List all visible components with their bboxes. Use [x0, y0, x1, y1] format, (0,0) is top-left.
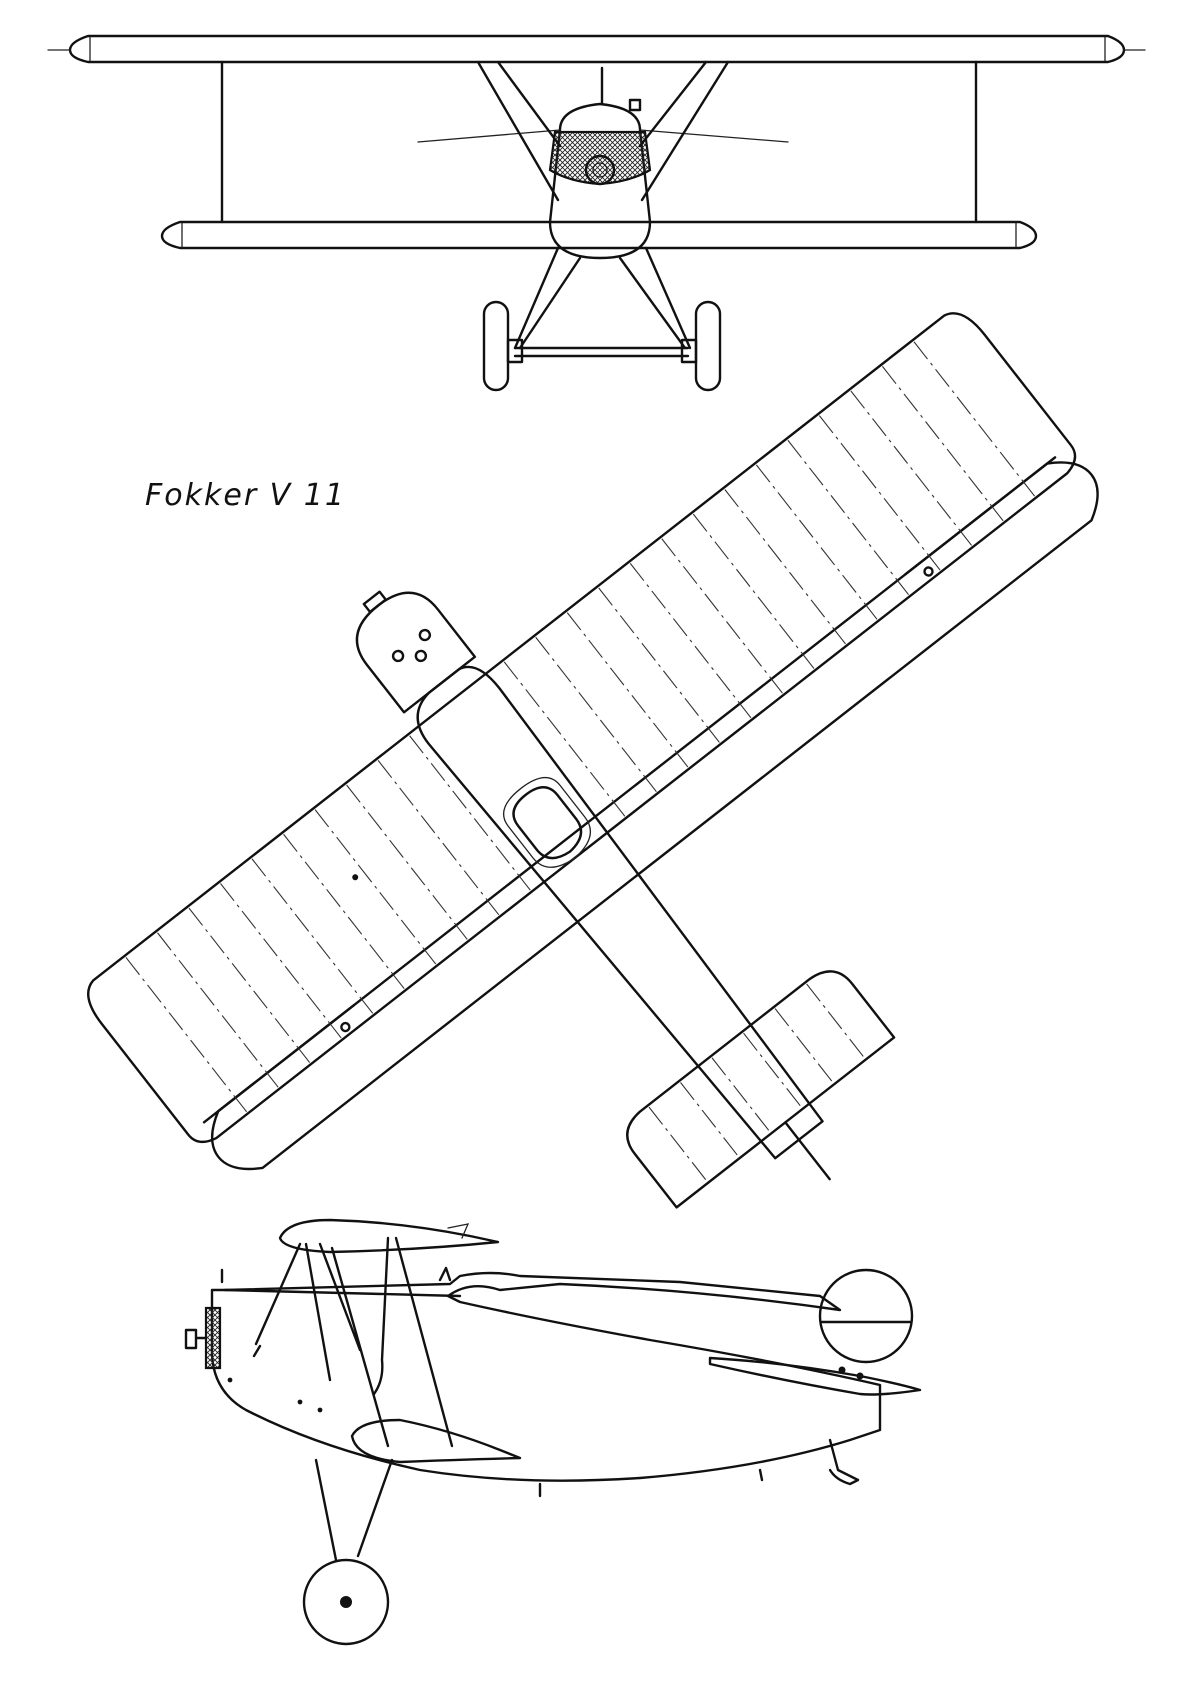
side-view	[184, 1218, 922, 1646]
top-view	[87, 312, 1099, 1209]
aircraft-title: Fokker V 11	[145, 478, 346, 513]
front-view	[47, 34, 1146, 392]
